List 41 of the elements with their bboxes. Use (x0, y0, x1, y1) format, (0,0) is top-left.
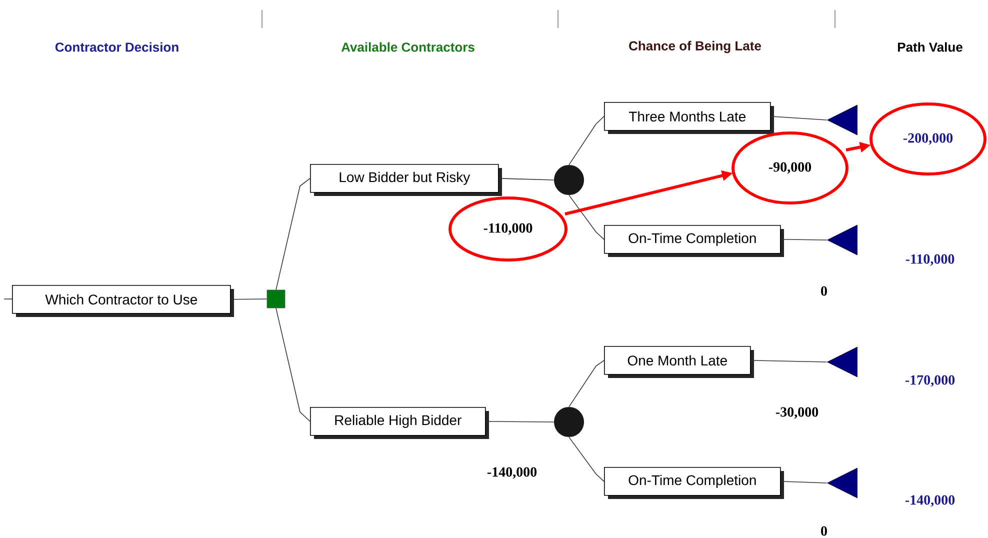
circled-value: -90,000 (732, 132, 848, 204)
option-box: Low Bidder but Risky (310, 164, 502, 196)
branch-line (780, 239, 828, 240)
value-label: -170,000 (905, 375, 955, 387)
option-box: Which Contractor to Use (12, 285, 234, 317)
circled-value: -200,000 (870, 102, 986, 176)
branch-line (750, 360, 828, 362)
branch-line (568, 360, 604, 408)
end-triangle (827, 224, 858, 256)
column-heading: Chance of Being Late (629, 40, 761, 54)
end-triangle (827, 468, 858, 498)
branch-line (276, 178, 310, 290)
column-heading: Available Contractors (341, 42, 474, 52)
column-heading: Path Value (898, 42, 962, 52)
branch-line (276, 308, 310, 422)
chance-circle (554, 165, 584, 195)
value-label: -110,000 (906, 254, 954, 266)
branch-line (568, 194, 604, 240)
column-heading: Contractor Decision (55, 42, 178, 52)
branch-line (230, 298, 268, 300)
value-label: -140,000 (487, 467, 537, 479)
decision-square (266, 290, 286, 308)
branch-line (568, 116, 604, 166)
value-label: 0 (821, 286, 827, 296)
value-label: -30,000 (776, 407, 818, 419)
branch-line (485, 421, 554, 422)
option-box: Three Months Late (604, 102, 774, 134)
chance-circle (554, 407, 584, 437)
value-label: 0 (821, 526, 827, 536)
option-box: Reliable High Bidder (310, 407, 489, 439)
end-triangle (827, 346, 858, 378)
option-box: On-Time Completion (604, 225, 784, 257)
option-box: One Month Late (604, 346, 754, 378)
option-box: On-Time Completion (604, 467, 784, 499)
branch-line (770, 116, 828, 120)
branch-line (780, 481, 828, 484)
branch-line (498, 178, 554, 180)
branch-line (568, 436, 604, 482)
circled-value: -110,000 (448, 196, 568, 262)
value-label: -140,000 (905, 495, 955, 507)
end-triangle (827, 104, 858, 136)
